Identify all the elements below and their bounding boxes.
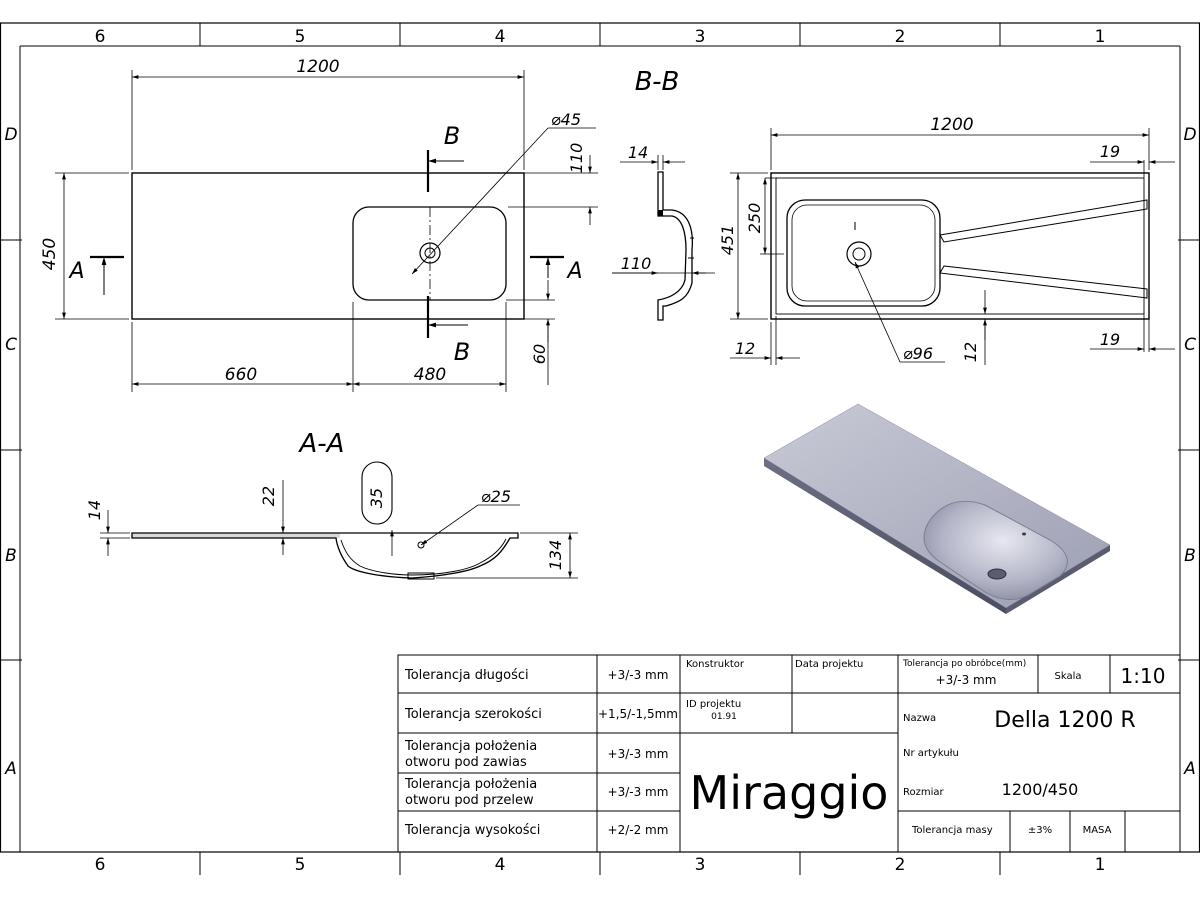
mass-label: MASA	[1083, 825, 1112, 836]
countertop-outline	[131, 172, 525, 320]
section-bb-profile	[657, 171, 694, 321]
tolerance-value: +3/-3 mm	[608, 747, 669, 761]
top-view: ⌀45 1200 450 660 480 110 60	[40, 57, 598, 392]
mass-tolerance-label: Tolerancja masy	[911, 825, 993, 836]
id-projektu-label: ID projektu	[686, 699, 741, 710]
col-label: 1	[1095, 27, 1106, 47]
basin-outline	[786, 199, 941, 307]
col-label: 2	[895, 855, 906, 875]
tolerance-label: otworu pod przelew	[405, 793, 534, 808]
dimension-14: 14	[85, 500, 104, 520]
drainboard-groove	[939, 199, 1148, 243]
dimension-35: 35	[367, 488, 386, 508]
section-a-markers: A A	[67, 255, 583, 295]
row-label: B	[5, 546, 17, 566]
drainboard-groove	[939, 265, 1148, 299]
col-label: 1	[1095, 855, 1106, 875]
title-block	[397, 654, 1181, 853]
col-label: 4	[495, 27, 506, 47]
dimension-660: 660	[225, 365, 257, 385]
tolerance-processing-label: Tolerancja po obróbce(mm)	[902, 658, 1026, 669]
section-a-label: A	[67, 259, 84, 284]
dimension-110: 110	[621, 254, 652, 273]
tolerance-label: Tolerancja szerokości	[404, 707, 542, 722]
section-bb: B-B 14 110	[612, 67, 715, 321]
product-3d-render	[763, 403, 1111, 614]
section-b-label: B	[444, 122, 460, 150]
section-aa: A-A 35 ⌀25 14 22 134	[85, 429, 578, 580]
dimension-250: 250	[745, 203, 764, 234]
dimension-134: 134	[546, 540, 565, 571]
dimension-110: 110	[567, 143, 586, 174]
section-b-markers: B B	[426, 122, 470, 366]
dimension-12-vertical: 12	[961, 342, 980, 362]
tolerance-value: +3/-3 mm	[608, 668, 669, 682]
brand-logo-text: Miraggio	[690, 766, 889, 820]
data-projektu-label: Data projektu	[795, 659, 863, 670]
hole-diameter-label: ⌀45	[551, 110, 581, 129]
col-label: 5	[295, 855, 306, 875]
name-label: Nazwa	[903, 713, 936, 724]
article-number-label: Nr artykułu	[903, 748, 959, 759]
section-b-label: B	[454, 338, 470, 366]
col-label: 3	[695, 27, 706, 47]
width-dimension: 450	[40, 238, 60, 270]
drawing-frame: 6 5 4 3 2 1 6 5 4 3 2 1 D C B A D C B A	[0, 22, 1200, 875]
scale-value: 1:10	[1121, 664, 1166, 688]
row-label: B	[1184, 546, 1196, 566]
id-projektu-value: 01.91	[711, 712, 737, 722]
tolerance-label: Tolerancja położenia	[404, 739, 537, 754]
tolerance-label: Tolerancja wysokości	[404, 823, 540, 838]
dimension-60: 60	[530, 344, 549, 364]
overflow-slot	[361, 461, 393, 525]
tolerance-label: Tolerancja długości	[404, 668, 529, 683]
dimension-14: 14	[628, 143, 648, 162]
row-label: D	[4, 125, 17, 145]
mass-tolerance-value: ±3%	[1028, 825, 1052, 836]
section-aa-profile	[131, 532, 519, 579]
tolerance-processing-value: +3/-3 mm	[936, 673, 997, 687]
col-label: 6	[95, 27, 106, 47]
col-label: 5	[295, 27, 306, 47]
tolerance-value: +3/-3 mm	[608, 785, 669, 799]
tolerance-label: otworu pod zawias	[405, 755, 527, 770]
tolerance-value: +1,5/-1,5mm	[598, 707, 678, 721]
section-a-label: A	[565, 259, 582, 284]
size-value: 1200/450	[1002, 780, 1079, 799]
dimension-12-left: 12	[735, 339, 755, 358]
product-name: Della 1200 R	[994, 708, 1135, 733]
dimension-25: ⌀25	[481, 487, 511, 506]
section-bb-title: B-B	[635, 67, 680, 97]
tolerance-label: Tolerancja położenia	[404, 777, 537, 792]
col-label: 2	[895, 27, 906, 47]
row-label: D	[1183, 125, 1196, 145]
right-view: 1200 19 19 250 451 12 12 ⌀96	[718, 115, 1175, 365]
scale-label: Skala	[1055, 671, 1082, 682]
col-label: 6	[95, 855, 106, 875]
dimension-19-bottom: 19	[1100, 330, 1120, 349]
row-label: A	[1183, 759, 1196, 779]
col-label: 4	[495, 855, 506, 875]
row-label: A	[4, 759, 17, 779]
basin-outline	[352, 206, 507, 301]
length-dimension: 1200	[296, 57, 339, 77]
row-label: C	[1184, 335, 1196, 355]
countertop-outline	[770, 172, 1150, 320]
dimension-19-top: 19	[1100, 142, 1120, 161]
konstruktor-label: Konstruktor	[686, 659, 745, 670]
row-label: C	[5, 335, 17, 355]
tolerance-value: +2/-2 mm	[608, 823, 669, 837]
size-label: Rozmiar	[903, 787, 945, 798]
col-label: 3	[695, 855, 706, 875]
dimension-480: 480	[414, 365, 446, 385]
length-dimension: 1200	[930, 115, 973, 135]
drain-diameter-label: ⌀96	[903, 344, 933, 363]
dimension-451: 451	[718, 225, 737, 256]
section-aa-title: A-A	[298, 429, 345, 459]
drain-hole	[846, 241, 872, 267]
dimension-22: 22	[259, 486, 278, 506]
